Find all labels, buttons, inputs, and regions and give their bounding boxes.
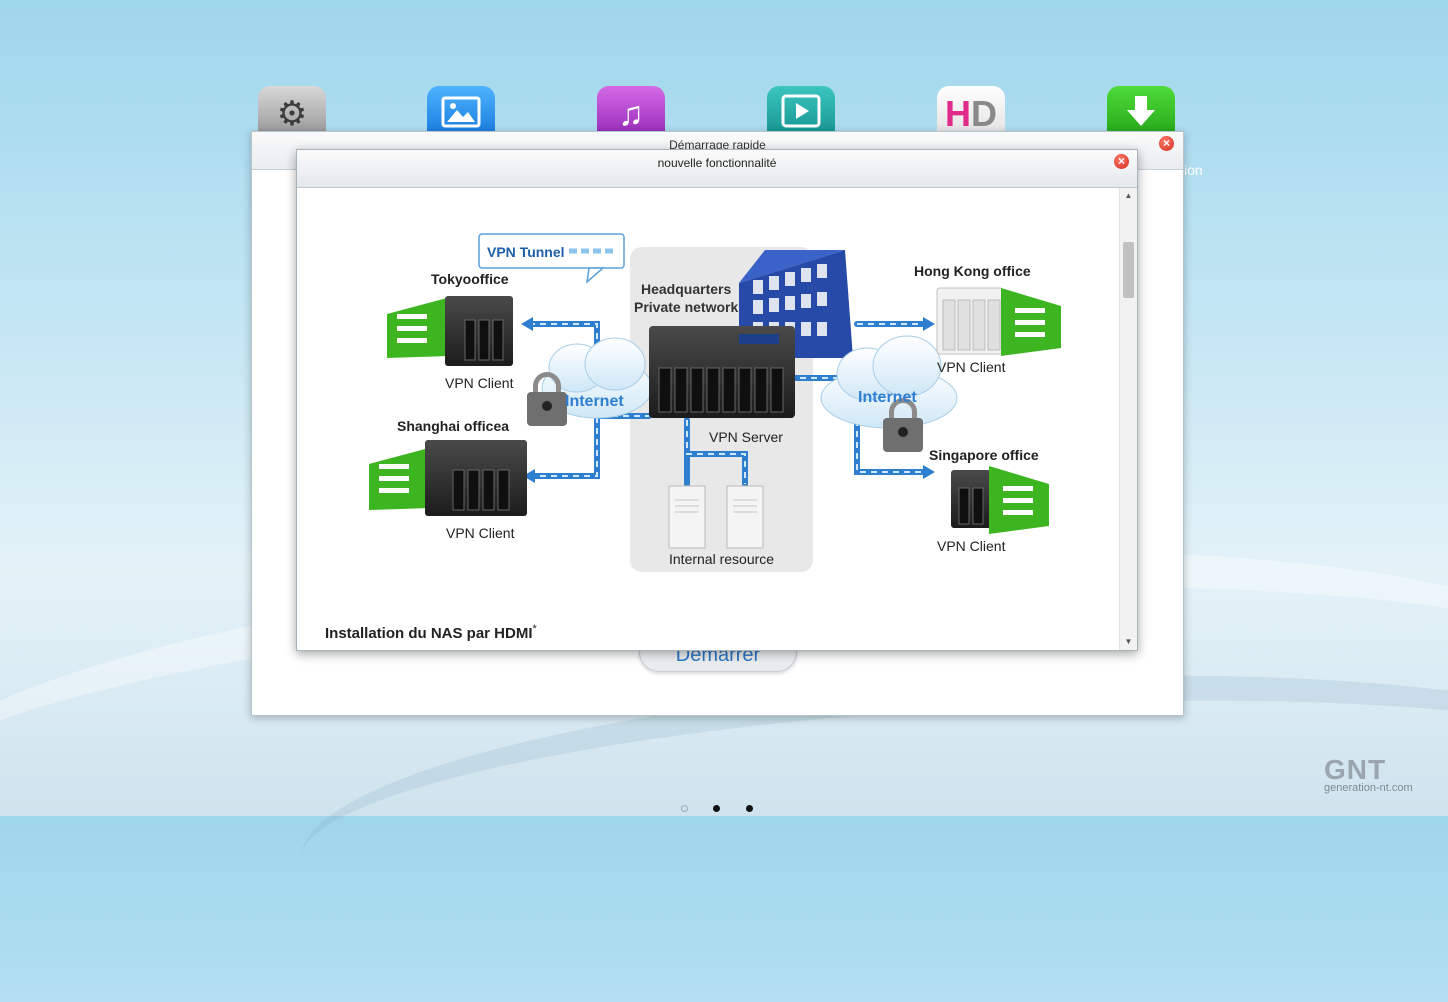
app-label-partial: ion [1184, 162, 1203, 178]
hongkong-building-icon [1001, 288, 1061, 356]
internal-resource-label: Internal resource [669, 551, 774, 567]
cloud-right [820, 335, 958, 429]
arrow-heads [521, 317, 935, 483]
scroll-thumb[interactable] [1123, 242, 1134, 298]
internet-right-label: Internet [858, 389, 917, 406]
quick-start-title: Démarrage rapide [669, 138, 766, 152]
dialog-content: Internet Internet VPN Tunnel Headquarter… [297, 188, 1119, 650]
hq-label-line2: Private network [634, 299, 738, 315]
dialog-scrollbar[interactable]: ▲ ▼ [1119, 188, 1137, 650]
tokyo-building-icon [387, 298, 449, 358]
hdmi-caption-mark: * [532, 623, 537, 635]
page-dot-1[interactable] [681, 805, 688, 812]
padlock-left-icon [527, 372, 567, 426]
scroll-down-arrow-icon[interactable]: ▼ [1124, 637, 1133, 646]
hongkong-nas-icon [936, 287, 1004, 355]
singapore-building-icon [989, 466, 1049, 534]
page-dot-2[interactable] [713, 805, 720, 812]
tokyo-office-label: Tokyooffice [431, 271, 509, 287]
singapore-office-label: Singapore office [929, 447, 1039, 463]
singapore-client-label: VPN Client [937, 538, 1006, 554]
shanghai-office-label: Shanghai officea [397, 418, 509, 434]
vpn-tunnel-callout [478, 233, 625, 284]
vpn-server-label: VPN Server [709, 429, 783, 445]
new-feature-title: nouvelle fonctionnalité [657, 156, 777, 170]
internal-server-icon-1 [668, 485, 706, 549]
shanghai-nas-icon [425, 440, 527, 516]
padlock-right-icon [883, 398, 923, 452]
tokyo-client-label: VPN Client [445, 375, 514, 391]
vpn-server-nas-icon [649, 326, 795, 418]
new-feature-close-button[interactable]: × [1114, 154, 1129, 169]
internal-server-icon-2 [726, 485, 764, 549]
hongkong-client-label: VPN Client [937, 359, 1006, 375]
tokyo-nas-icon [445, 296, 513, 366]
hdmi-caption-text: Installation du NAS par HDMI [325, 625, 533, 642]
hongkong-office-label: Hong Kong office [914, 263, 1031, 279]
shanghai-client-label: VPN Client [446, 525, 515, 541]
vpn-tunnel-label: VPN Tunnel [487, 244, 565, 260]
page-dot-3[interactable] [746, 805, 753, 812]
gnt-site: generation-nt.com [1324, 782, 1413, 794]
new-feature-titlebar: nouvelle fonctionnalité × [297, 150, 1137, 188]
new-feature-dialog: nouvelle fonctionnalité × [296, 149, 1138, 651]
cloud-left [541, 337, 653, 419]
vpn-diagram: Internet Internet VPN Tunnel Headquarter… [369, 233, 1061, 572]
hdmi-caption: Installation du NAS par HDMI* [325, 623, 537, 642]
gnt-watermark: GNT generation-nt.com [1324, 754, 1413, 794]
quick-start-close-button[interactable]: × [1159, 136, 1174, 151]
gnt-logo: GNT [1324, 754, 1387, 785]
shanghai-building-icon [369, 448, 431, 510]
hq-label-line1: Headquarters [641, 281, 731, 297]
singapore-nas-icon [951, 470, 991, 528]
internet-left-label: Internet [565, 393, 624, 410]
scroll-up-arrow-icon[interactable]: ▲ [1124, 191, 1133, 200]
